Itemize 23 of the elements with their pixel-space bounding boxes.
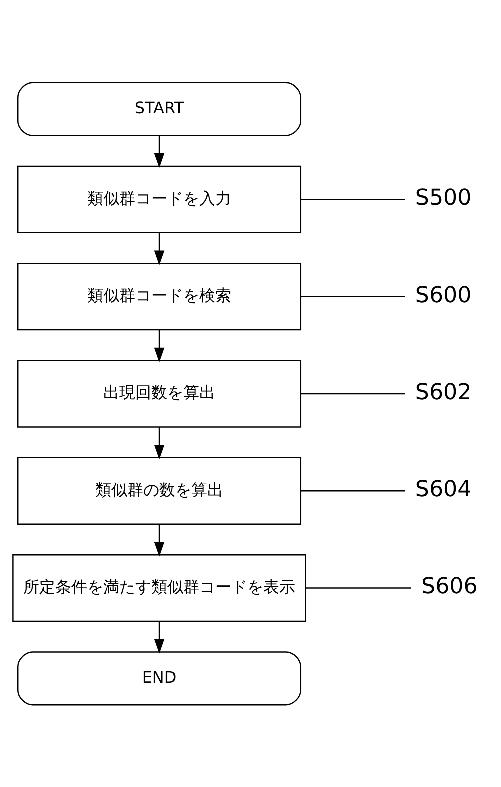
arrow	[154, 136, 165, 168]
node-box: START	[18, 82, 302, 136]
arrow	[154, 426, 165, 460]
arrow	[154, 621, 165, 654]
node-text: S500	[415, 184, 472, 211]
node-box: 所定条件を満たす類似群コードを表示	[12, 554, 306, 622]
node-box: 類似群コードを入力	[18, 165, 302, 234]
connector	[300, 392, 406, 394]
node-box: 類似群コードを検索	[18, 262, 302, 330]
node-box: 類似群の数を算出	[18, 456, 302, 524]
node-text: S600	[415, 282, 472, 308]
connector	[300, 198, 406, 200]
connector	[300, 490, 406, 492]
node-text: S606	[422, 573, 478, 600]
arrow	[154, 232, 165, 265]
arrow	[154, 524, 165, 556]
arrow	[154, 330, 165, 362]
node-text: S602	[415, 378, 472, 405]
node-text: S604	[415, 476, 472, 502]
connector	[300, 296, 406, 297]
connector	[306, 587, 412, 588]
node-box: END	[18, 651, 302, 706]
node-box: 出現回数を算出	[18, 360, 302, 428]
